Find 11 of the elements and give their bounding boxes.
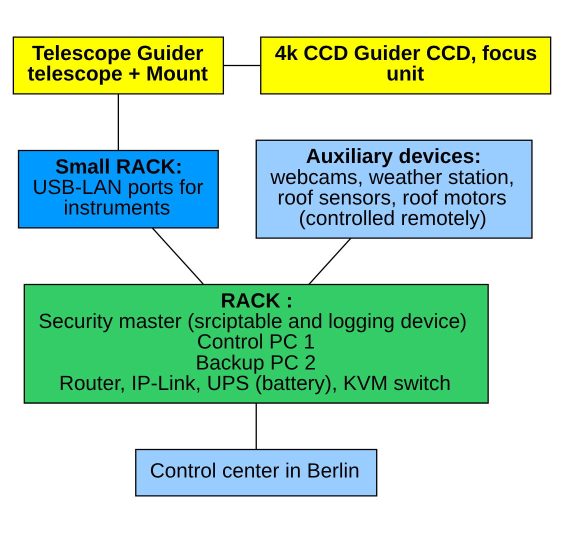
node-box: Small RACK: USB-LAN ports for instruments [18,150,219,228]
node-box: 4k CCD Guider CCD, focus unit [260,36,552,94]
connector [152,228,204,284]
connector [308,238,352,285]
node-box: Control center in Berlin [135,448,378,496]
connector [224,64,260,66]
connector [256,403,257,450]
node-box: RACK : Security master (srciptable and logging device) Control PC 1 Backup PC 2 Router, IP-Link, UPS (battery), KVM switch [24,284,489,404]
node-box: Telescope Guider telescope + Mount [12,36,224,94]
node-box: Auxiliary devices: webcams, weather station, roof sensors, roof motors (controlled remotely) [256,140,533,239]
connector [118,94,119,150]
